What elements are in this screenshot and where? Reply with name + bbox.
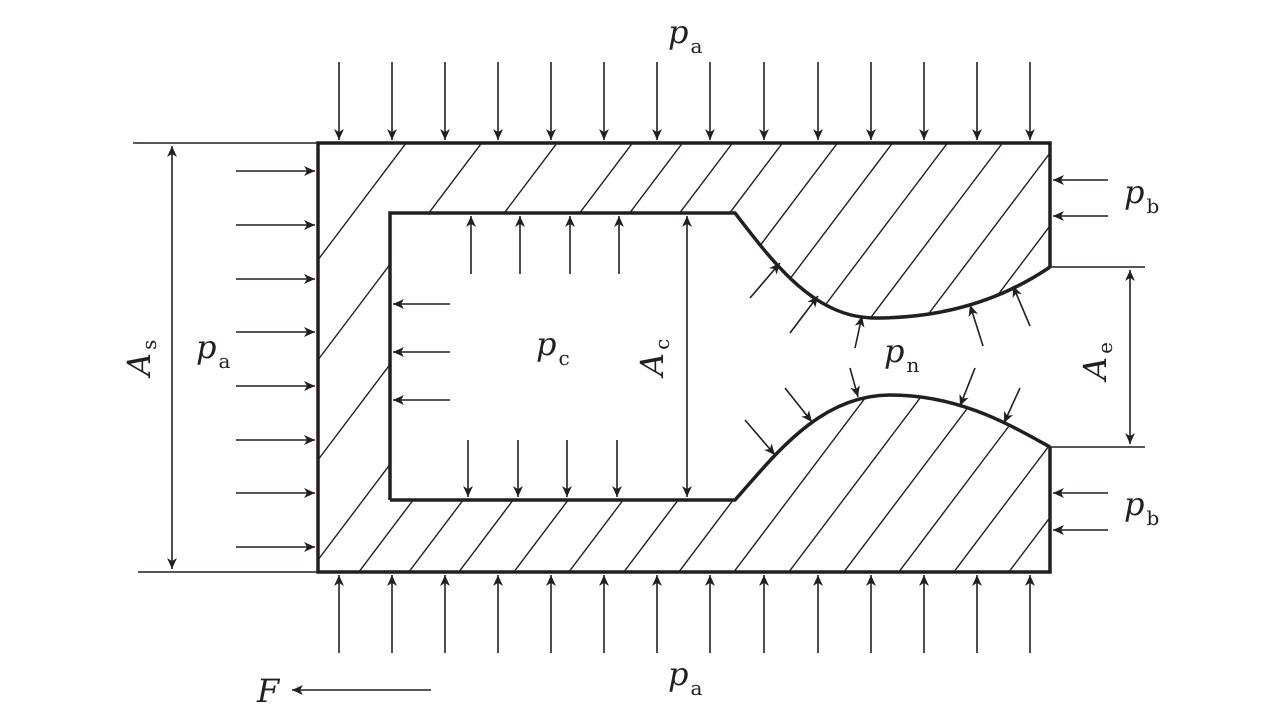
label-thrust-f: F xyxy=(256,672,281,707)
top-pressure-arrows xyxy=(334,62,1035,140)
label-ae: Ae xyxy=(1076,342,1117,383)
label-as: As xyxy=(120,340,161,379)
chamber-pressure-arrows xyxy=(393,216,624,497)
left-pressure-arrows xyxy=(236,166,315,552)
bottom-pressure-arrows xyxy=(334,575,1035,653)
nozzle-pressure-arrows xyxy=(744,262,1031,456)
inner-contour-upper xyxy=(388,211,1051,500)
inner-contour-lower xyxy=(390,393,1051,502)
right-pressure-arrows xyxy=(1053,175,1108,535)
label-ac: Ac xyxy=(633,339,674,379)
outer-wall-upper xyxy=(316,141,1052,574)
wall-hatching xyxy=(318,143,1050,572)
